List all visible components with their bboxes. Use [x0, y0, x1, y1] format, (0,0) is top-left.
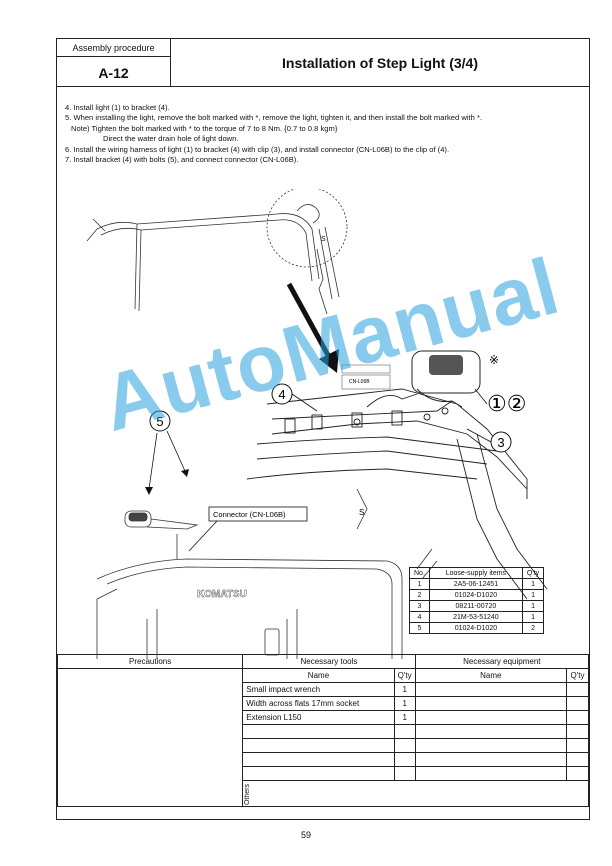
step-light [411, 350, 481, 408]
requirements-table: Precautions Necessary tools Necessary eq… [56, 654, 590, 807]
tools-name-col: Name [242, 668, 395, 683]
procedure-label: Assembly procedure [57, 39, 170, 57]
col-no: No. [409, 567, 430, 579]
step-5: 5. When installing the light, remove the… [65, 113, 483, 123]
tool-qty: 1 [393, 682, 416, 697]
page-frame: Assembly procedure A-12 Installation of … [56, 38, 590, 820]
step-note: Note) Tighten the bolt marked with * to … [71, 123, 338, 133]
cell: 01024-D1020 [428, 622, 523, 634]
step-7: 7. Install bracket (4) with bolts (5), a… [65, 155, 299, 165]
connector-callout: Connector (CN-L06B) [188, 506, 308, 552]
tool-qty: 1 [393, 710, 416, 725]
cell: 5 [409, 622, 430, 634]
equip-name [414, 682, 567, 697]
tool-name: Extension L150 [242, 710, 395, 725]
cab-lower [96, 488, 438, 659]
step-6: 6. Install the wiring harness of light (… [65, 144, 450, 154]
tool-row [58, 766, 590, 781]
procedure-code: A-12 [98, 65, 129, 81]
cell: 2 [409, 589, 430, 601]
cell: 1 [521, 611, 545, 623]
page-title: Installation of Step Light (3/4) [171, 39, 589, 87]
label-box [341, 364, 391, 390]
label-s-mid: S [359, 508, 364, 517]
equip-name [414, 696, 567, 711]
tool-name: Width across flats 17mm socket [242, 696, 395, 711]
step-4: 4. Install light (1) to bracket (4). [65, 103, 170, 112]
cell: 08211-00720 [428, 600, 523, 612]
precautions-cell [56, 668, 244, 807]
requirements-header: Precautions Necessary tools Necessary eq… [56, 654, 590, 669]
instructions: 4. Install light (1) to bracket (4). 5. … [65, 103, 585, 165]
cell: 2 [521, 622, 545, 634]
col-items: Loose-supply items [428, 567, 523, 579]
cab-overview [86, 189, 348, 315]
others-row: Others [58, 780, 589, 807]
cell: 1 [521, 589, 545, 601]
cn-label: CN-L06B [349, 379, 370, 385]
cell: 1 [521, 600, 545, 612]
callout-3-text: 3 [497, 435, 504, 450]
page-number: 59 [300, 830, 311, 840]
tool-row [58, 752, 590, 767]
equip-qty [565, 710, 590, 725]
step-note-2: Direct the water drain hole of light dow… [103, 134, 239, 144]
connector-label: Connector (CN-L06B) [213, 510, 286, 519]
cell: 4 [409, 611, 430, 623]
subheader-row: Name Q'ty Name Q'ty [56, 668, 590, 807]
callout-5: 5 [145, 410, 189, 495]
equip-qty [565, 696, 590, 711]
precautions-header: Precautions [56, 654, 244, 669]
callout-5-text: 5 [156, 414, 163, 429]
tool-qty: 1 [393, 696, 416, 711]
tool-name: Small impact wrench [242, 682, 395, 697]
table-header-row: No. Loose-supply items Q'ty [409, 567, 545, 579]
equip-name-col: Name [414, 668, 567, 683]
others-label: Others [244, 783, 252, 805]
tools-qty-col: Q'ty [393, 668, 416, 683]
callout-4-text: 4 [278, 387, 285, 402]
cell: 3 [409, 600, 430, 612]
installation-diagram: S [86, 189, 548, 659]
direction-arrow [286, 282, 339, 373]
cell: 21M-53-51240 [428, 611, 523, 623]
asterisk-mark: ※ [489, 353, 499, 367]
callout-3: 3 [466, 428, 512, 453]
equip-qty [565, 682, 590, 697]
tools-header: Necessary tools [242, 654, 416, 669]
others-cell: Others [242, 780, 589, 807]
tool-row [58, 724, 590, 739]
equipment-header: Necessary equipment [414, 654, 590, 669]
cell: 1 [409, 578, 430, 590]
cell: 2A5-06-12451 [428, 578, 523, 590]
col-qty: Q'ty [521, 567, 545, 579]
callout-12: ①② [474, 388, 526, 417]
brand-logo-text: KOMATSU [197, 589, 247, 600]
header-code-box: Assembly procedure A-12 [57, 39, 171, 87]
cell: 1 [521, 578, 545, 590]
cell: 01024-D1020 [428, 589, 523, 601]
callout-4: 4 [271, 383, 318, 412]
callout-12-text: ①② [487, 392, 526, 417]
label-s-top: S [321, 236, 326, 243]
equip-qty-col: Q'ty [565, 668, 590, 683]
equip-name [414, 710, 567, 725]
